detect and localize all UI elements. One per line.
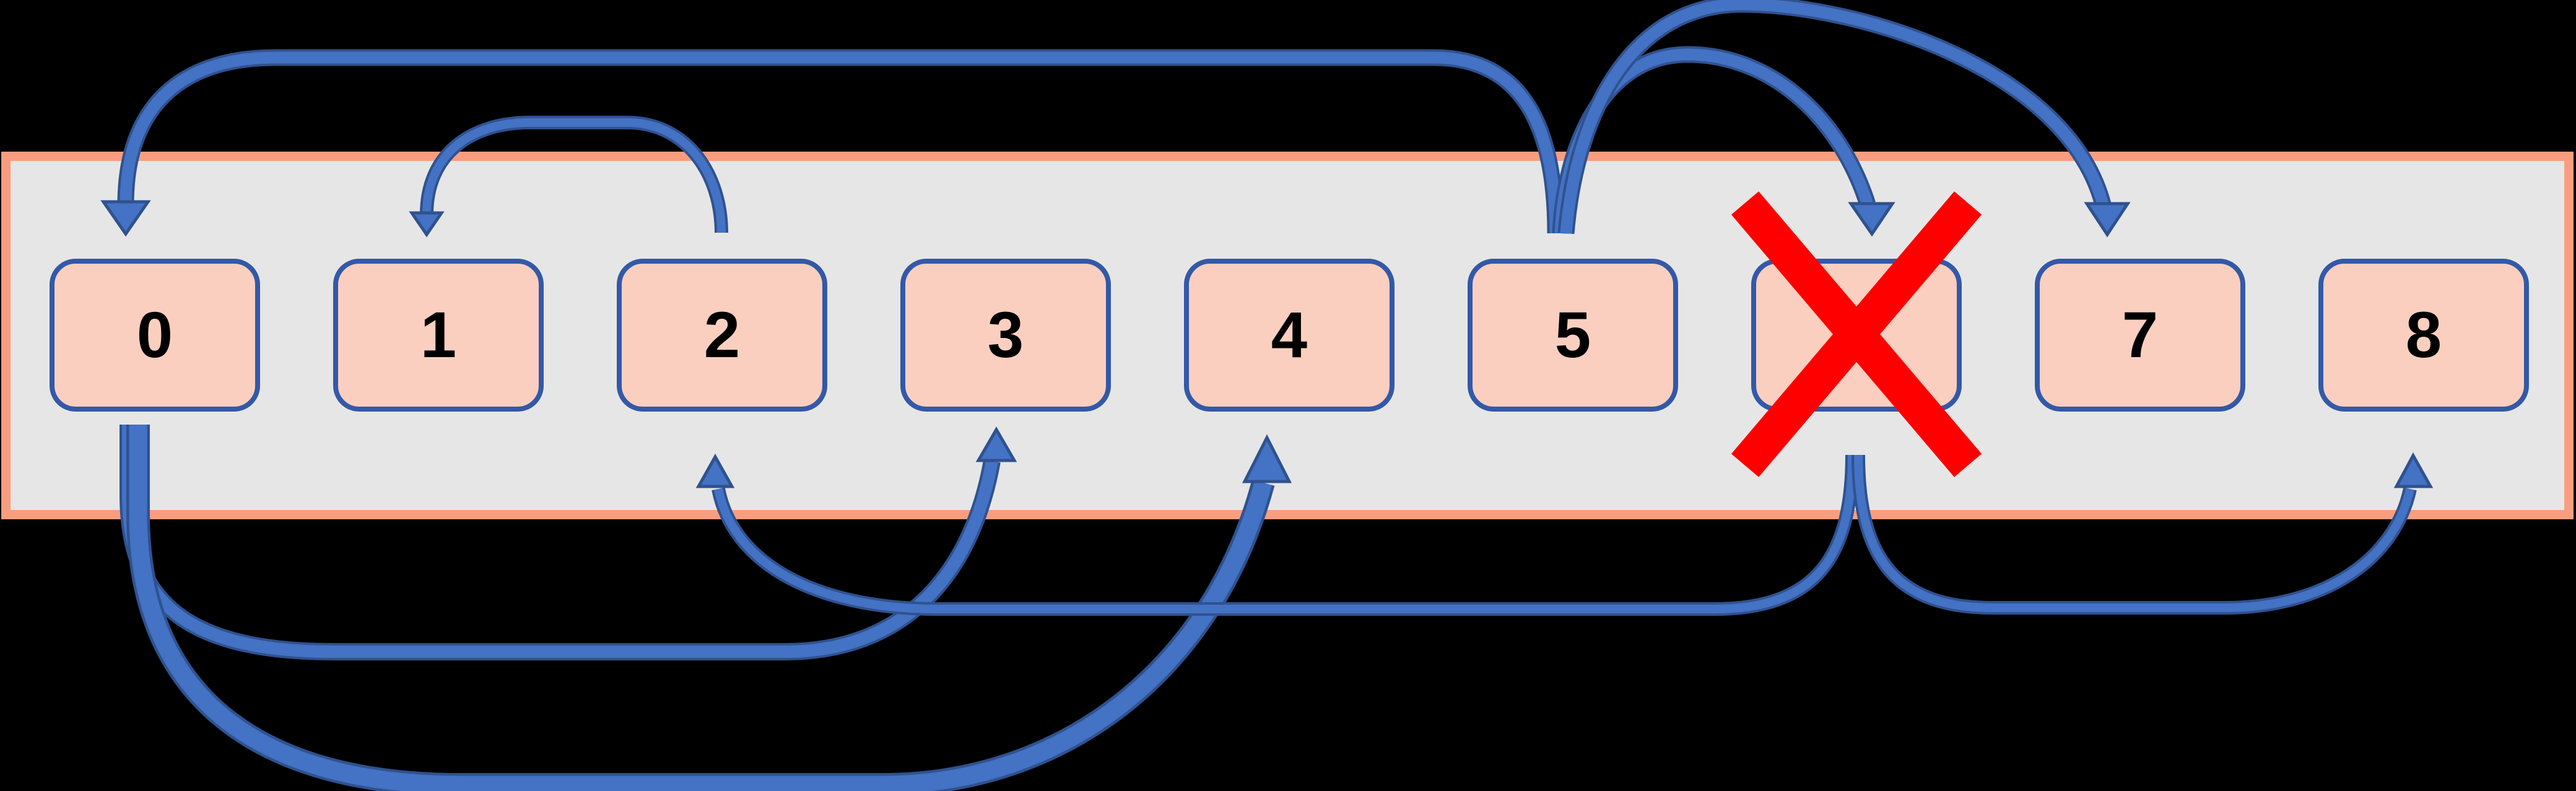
arrow-6-to-2 — [695, 453, 1859, 616]
cell-label-3: 3 — [987, 299, 1024, 371]
array-cell-0: 0 — [50, 259, 260, 412]
array-cell-7: 7 — [2035, 259, 2245, 412]
arrow-2-to-1 — [409, 116, 728, 238]
cell-label-0: 0 — [136, 299, 173, 371]
cell-label-7: 7 — [2121, 299, 2159, 371]
arrow-5-to-0 — [100, 49, 1564, 237]
arrowhead-up-icon — [695, 453, 735, 488]
arrowhead-up-icon — [1242, 434, 1292, 483]
array-cell-1: 1 — [333, 259, 544, 412]
array-cell-8: 8 — [2318, 259, 2529, 412]
array-cell-4: 4 — [1184, 259, 1395, 412]
array-cell-3: 3 — [900, 259, 1111, 412]
arrow-0-to-4 — [126, 425, 1292, 791]
cell-label-1: 1 — [420, 299, 457, 371]
cell-label-4: 4 — [1271, 299, 1308, 371]
cell-label-8: 8 — [2405, 299, 2442, 371]
arrow-5-to-7 — [1557, 0, 2131, 238]
arrowhead-down-icon — [2084, 202, 2131, 238]
arrowhead-down-icon — [1848, 202, 1895, 237]
cell-label-5: 5 — [1554, 299, 1591, 371]
arrow-6-to-8 — [1852, 452, 2434, 615]
arrowhead-up-icon — [975, 426, 1017, 462]
arrowhead-down-icon — [100, 200, 151, 237]
array-cell-6 — [1751, 259, 1962, 412]
array-cell-2: 2 — [617, 259, 827, 412]
cell-label-2: 2 — [703, 299, 741, 371]
array-cell-5: 5 — [1468, 259, 1678, 412]
crossed-out-x-icon — [1731, 191, 1982, 477]
arrowhead-down-icon — [409, 211, 445, 238]
arrow-0-to-3 — [120, 425, 1017, 660]
arrowhead-up-icon — [2393, 452, 2434, 488]
